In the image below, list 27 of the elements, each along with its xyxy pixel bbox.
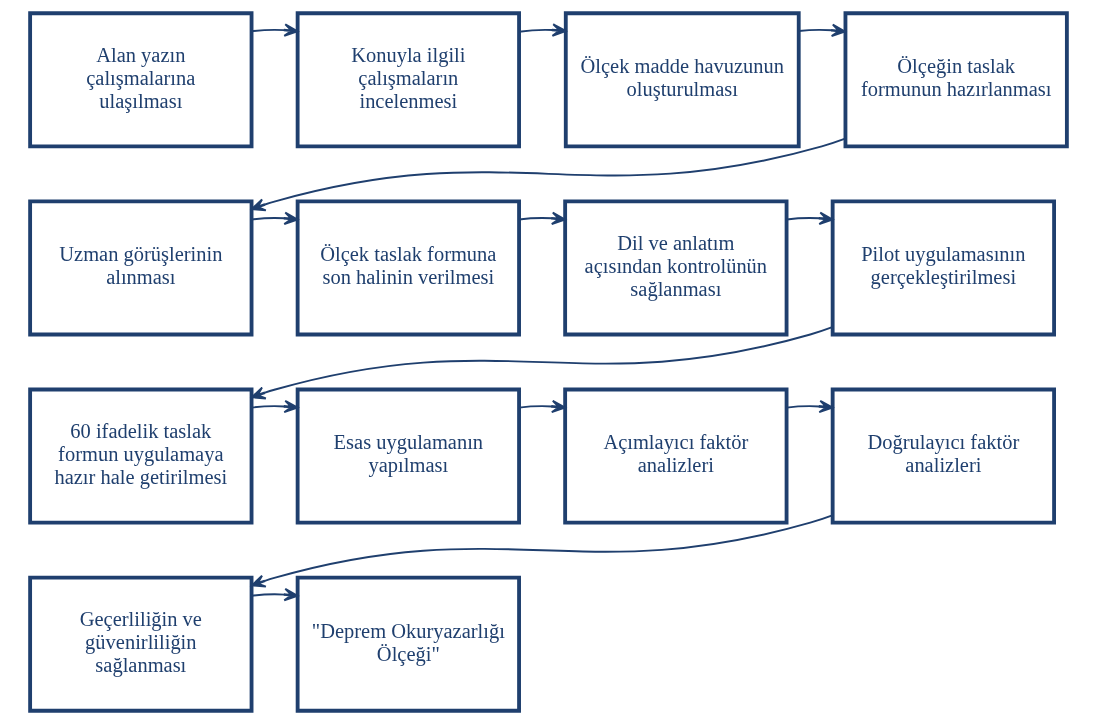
node-box: Ölçek taslak formuna son halinin verilmesi [295, 199, 521, 337]
arrow [785, 211, 834, 225]
arrow [250, 399, 299, 414]
node-box: Ölçeğin taslak formunun hazırlanması [843, 11, 1069, 149]
arrow [250, 23, 299, 37]
node-box: Geçerliliğin ve güvenirliliğin sağlanması [28, 575, 254, 713]
arrow [250, 514, 834, 588]
arrow [797, 23, 846, 37]
arrow [785, 399, 834, 414]
arrow [250, 137, 847, 212]
node-box: Pilot uygulamasının gerçekleştirilmesi [830, 199, 1056, 337]
arrow [250, 587, 299, 602]
node-box: 60 ifadelik taslak formun uygulamaya hazır hale getirilmesi [28, 387, 254, 525]
arrow [518, 399, 566, 414]
arrow [518, 211, 566, 225]
node-box: Uzman görüşlerinin alınması [28, 199, 254, 337]
arrow [250, 211, 299, 225]
node-box: Alan yazın çalışmalarına ulaşılması [28, 11, 254, 149]
node-box: Doğrulayıcı faktör analizleri [830, 387, 1056, 525]
arrow [250, 326, 834, 400]
node-box: Esas uygulamanın yapılması [295, 387, 521, 525]
node-box: Dil ve anlatım açısından kontrolünün sağlanması [563, 199, 789, 337]
node-box: "Deprem Okuryazarlığı Ölçeği" [295, 575, 521, 713]
node-box: Açımlayıcı faktör analizleri [563, 387, 789, 525]
node-box: Konuyla ilgili çalışmaların incelenmesi [295, 11, 521, 149]
node-box: Ölçek madde havuzunun oluşturulması [563, 11, 801, 149]
arrow [518, 23, 567, 37]
